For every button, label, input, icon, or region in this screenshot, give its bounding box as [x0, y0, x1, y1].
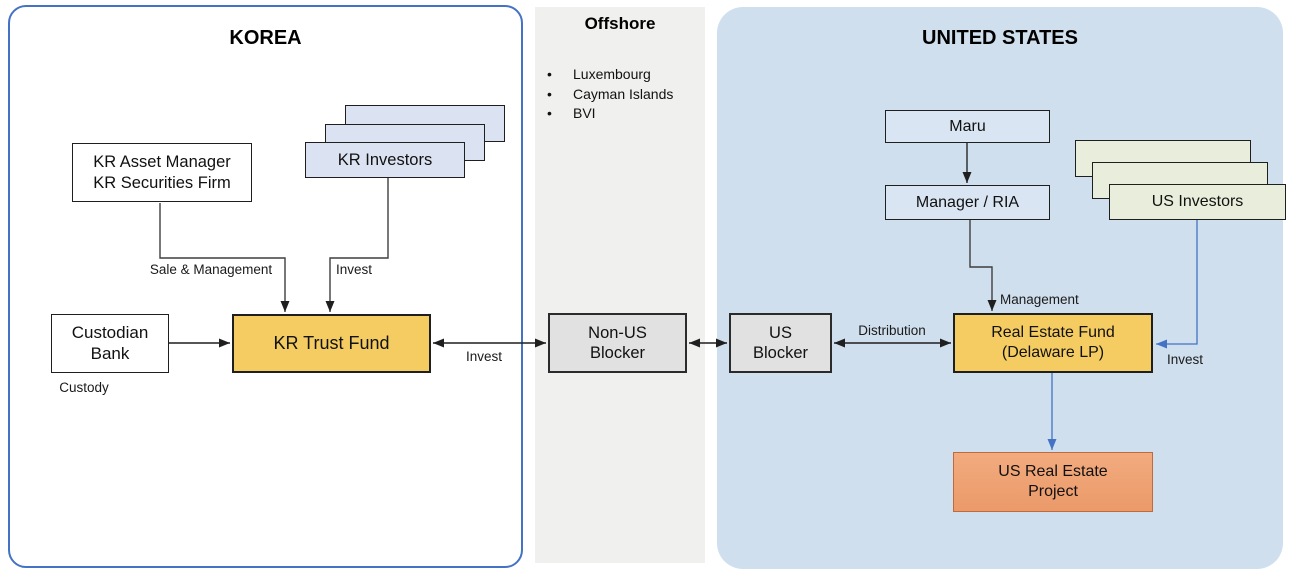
offshore-list-item: BVI	[543, 104, 703, 124]
korea-panel-title: KOREA	[229, 27, 302, 49]
distribution-label: Distribution	[858, 323, 926, 338]
custodian-bank-box: Custodian Bank	[51, 314, 169, 373]
sale-management-label: Sale & Management	[149, 262, 273, 277]
edge-sale-management	[159, 203, 290, 312]
manager-ria-box: Manager / RIA	[885, 185, 1050, 220]
korea-panel: KOREA	[8, 5, 523, 568]
kr-invest-label: Invest	[336, 262, 373, 277]
real-estate-fund-box: Real Estate Fund (Delaware LP)	[953, 313, 1153, 373]
edge-kr-investors-invest	[325, 178, 389, 312]
kr-trust-fund-box: KR Trust Fund	[232, 314, 431, 373]
us-investors-box: US Investors	[1109, 184, 1286, 220]
non-us-blocker-box: Non-US Blocker	[548, 313, 687, 373]
us-invest-label: Invest	[1166, 352, 1204, 367]
kr-asset-manager-box: KR Asset Manager KR Securities Firm	[72, 143, 252, 202]
offshore-panel: Offshore Luxembourg Cayman Islands BVI	[535, 7, 705, 563]
us-real-estate-project-box: US Real Estate Project	[953, 452, 1153, 512]
offshore-list-item: Cayman Islands	[543, 85, 703, 105]
custody-label: Custody	[59, 380, 109, 395]
maru-box: Maru	[885, 110, 1050, 143]
offshore-invest-label: Invest	[465, 349, 503, 364]
us-panel-title: UNITED STATES	[922, 27, 1078, 49]
kr-investors-box: KR Investors	[305, 142, 465, 178]
management-label: Management	[1000, 292, 1079, 307]
offshore-jurisdiction-list: Luxembourg Cayman Islands BVI	[543, 65, 703, 124]
offshore-list-item: Luxembourg	[543, 65, 703, 85]
offshore-panel-title: Offshore	[584, 14, 656, 33]
edge-us-investors-invest	[1156, 220, 1198, 349]
edge-manager-fund-management	[969, 220, 997, 311]
us-blocker-box: US Blocker	[729, 313, 832, 373]
